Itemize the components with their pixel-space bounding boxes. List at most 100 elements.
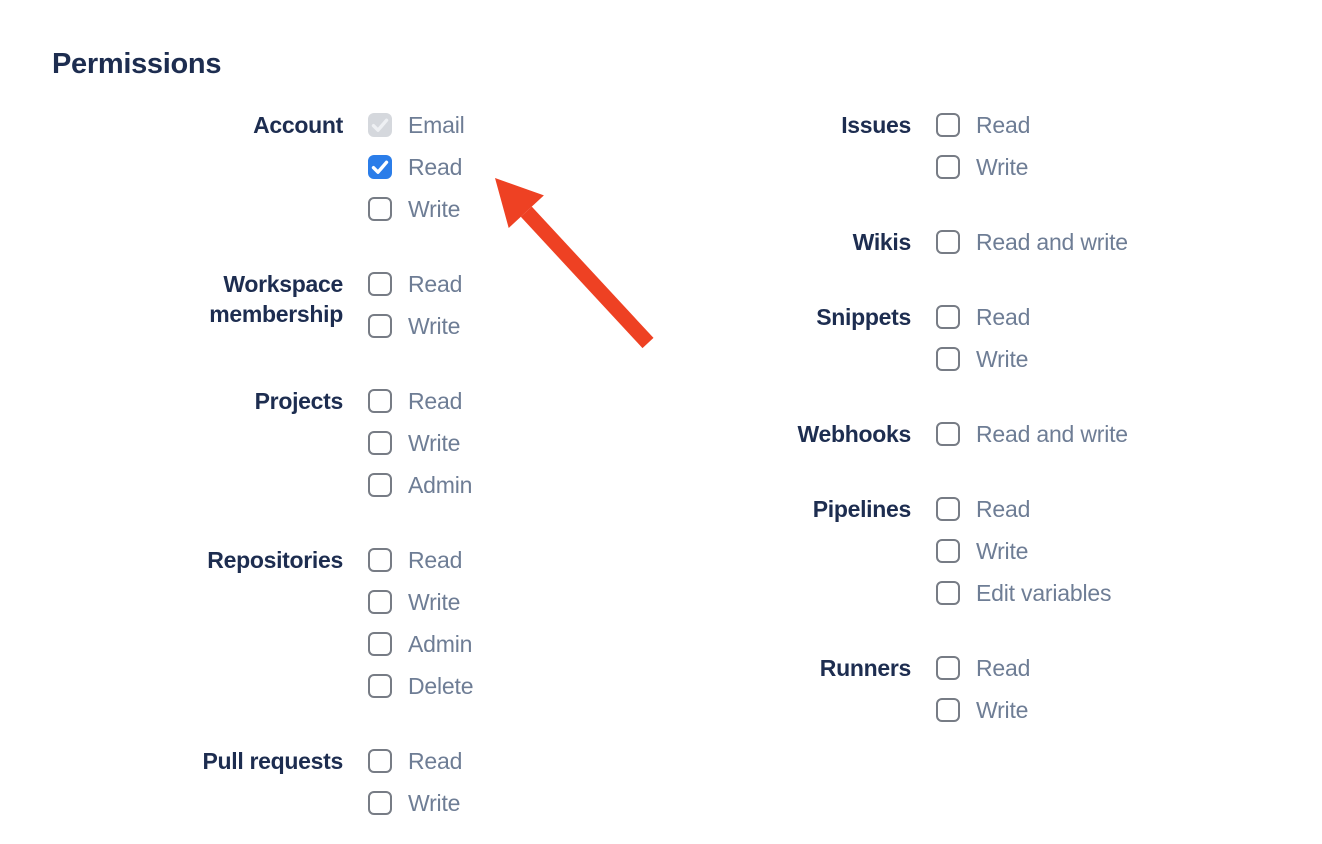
account-read-checkbox[interactable] <box>368 155 392 179</box>
projects-read-checkbox[interactable] <box>368 389 392 413</box>
pipelines-edit-variables-option[interactable]: Edit variables <box>936 572 1111 614</box>
projects-write-checkbox[interactable] <box>368 431 392 455</box>
workspace-membership-write-option[interactable]: Write <box>368 305 462 347</box>
group-label-pull-requests: Pull requests <box>202 748 343 774</box>
wikis-read-and-write-option[interactable]: Read and write <box>936 221 1128 263</box>
check-mark-icon <box>371 160 389 174</box>
pull-requests-write-label: Write <box>408 789 461 816</box>
wikis-read-and-write-label: Read and write <box>976 228 1128 255</box>
pipelines-edit-variables-checkbox[interactable] <box>936 581 960 605</box>
snippets-read-option[interactable]: Read <box>936 296 1030 338</box>
group-label-workspace-membership: Workspace membership <box>209 271 343 327</box>
runners-read-checkbox[interactable] <box>936 656 960 680</box>
repositories-delete-option[interactable]: Delete <box>368 665 473 707</box>
webhooks-read-and-write-label: Read and write <box>976 420 1128 447</box>
pipelines-read-option[interactable]: Read <box>936 488 1111 530</box>
repositories-write-checkbox[interactable] <box>368 590 392 614</box>
repositories-read-label: Read <box>408 546 463 573</box>
issues-write-label: Write <box>976 153 1029 180</box>
group-label-runners: Runners <box>819 655 912 681</box>
projects-write-option[interactable]: Write <box>368 422 472 464</box>
webhooks-read-and-write-checkbox[interactable] <box>936 422 960 446</box>
annotation-arrow-icon <box>495 178 654 349</box>
repositories-write-option[interactable]: Write <box>368 581 473 623</box>
pipelines-write-checkbox[interactable] <box>936 539 960 563</box>
account-write-checkbox[interactable] <box>368 197 392 221</box>
snippets-write-checkbox[interactable] <box>936 347 960 371</box>
pull-requests-write-checkbox[interactable] <box>368 791 392 815</box>
account-read-option[interactable]: Read <box>368 146 465 188</box>
pipelines-write-label: Write <box>976 537 1029 564</box>
runners-read-option[interactable]: Read <box>936 647 1030 689</box>
snippets-write-option[interactable]: Write <box>936 338 1030 380</box>
runners-write-option[interactable]: Write <box>936 689 1030 731</box>
workspace-membership-write-label: Write <box>408 312 461 339</box>
runners-read-label: Read <box>976 654 1031 681</box>
group-label-projects: Projects <box>254 388 344 414</box>
account-write-label: Write <box>408 195 461 222</box>
check-mark-icon <box>371 118 389 132</box>
group-options-webhooks: Read and write <box>936 413 1128 455</box>
projects-read-option[interactable]: Read <box>368 380 472 422</box>
workspace-membership-read-option[interactable]: Read <box>368 263 462 305</box>
group-label-repositories: Repositories <box>207 547 343 573</box>
account-email-label: Email <box>408 111 465 138</box>
pull-requests-read-option[interactable]: Read <box>368 740 462 782</box>
projects-write-label: Write <box>408 429 461 456</box>
pull-requests-write-option[interactable]: Write <box>368 782 462 824</box>
group-label-wikis: Wikis <box>852 229 912 255</box>
issues-read-checkbox[interactable] <box>936 113 960 137</box>
webhooks-read-and-write-option[interactable]: Read and write <box>936 413 1128 455</box>
repositories-delete-label: Delete <box>408 672 474 699</box>
issues-write-checkbox[interactable] <box>936 155 960 179</box>
runners-write-label: Write <box>976 696 1029 723</box>
account-email-option[interactable]: Email <box>368 104 465 146</box>
permission-group-wikis: Wikis Read and write <box>711 221 1128 263</box>
projects-admin-option[interactable]: Admin <box>368 464 472 506</box>
repositories-admin-option[interactable]: Admin <box>368 623 473 665</box>
account-email-checkbox <box>368 113 392 137</box>
pipelines-write-option[interactable]: Write <box>936 530 1111 572</box>
issues-write-option[interactable]: Write <box>936 146 1030 188</box>
page-title: Permissions <box>52 48 222 80</box>
account-write-option[interactable]: Write <box>368 188 465 230</box>
group-label-snippets: Snippets <box>816 304 911 330</box>
pipelines-read-checkbox[interactable] <box>936 497 960 521</box>
group-label-issues: Issues <box>841 112 911 138</box>
snippets-read-checkbox[interactable] <box>936 305 960 329</box>
repositories-read-checkbox[interactable] <box>368 548 392 572</box>
workspace-membership-read-checkbox[interactable] <box>368 272 392 296</box>
repositories-delete-checkbox[interactable] <box>368 674 392 698</box>
repositories-read-option[interactable]: Read <box>368 539 473 581</box>
repositories-admin-checkbox[interactable] <box>368 632 392 656</box>
projects-admin-checkbox[interactable] <box>368 473 392 497</box>
wikis-read-and-write-checkbox[interactable] <box>936 230 960 254</box>
runners-write-checkbox[interactable] <box>936 698 960 722</box>
pull-requests-read-label: Read <box>408 747 463 774</box>
issues-read-option[interactable]: Read <box>936 104 1030 146</box>
group-label-webhooks: Webhooks <box>797 421 912 447</box>
pull-requests-read-checkbox[interactable] <box>368 749 392 773</box>
workspace-membership-write-checkbox[interactable] <box>368 314 392 338</box>
pipelines-read-label: Read <box>976 495 1031 522</box>
issues-read-label: Read <box>976 111 1031 138</box>
